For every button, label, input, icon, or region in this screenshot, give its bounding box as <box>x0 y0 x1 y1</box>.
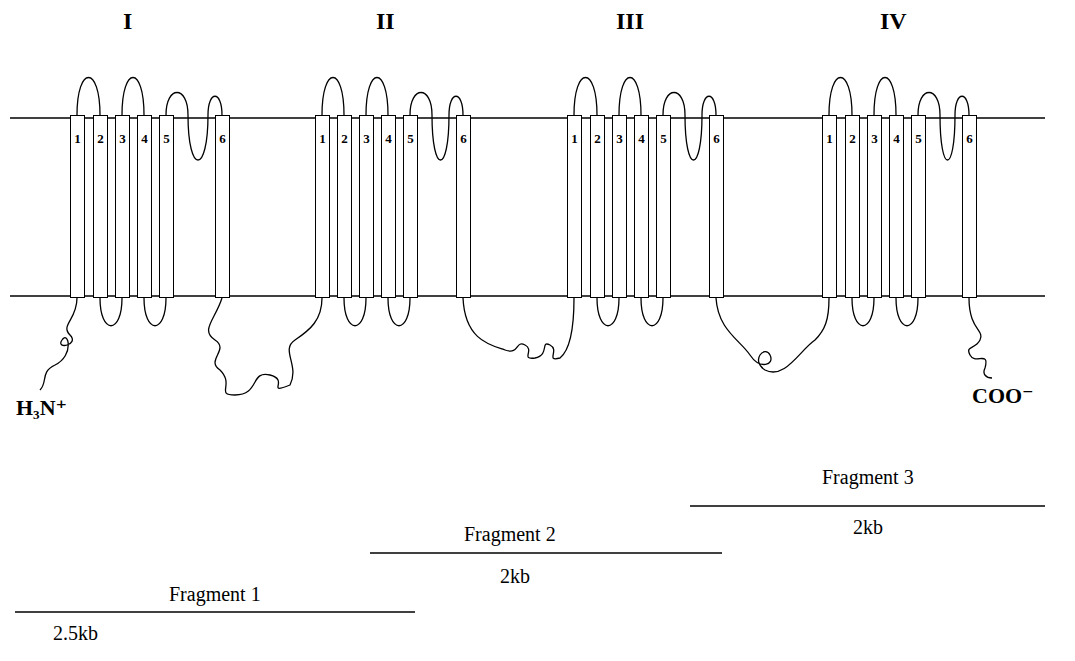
segment-number: 2 <box>591 132 604 146</box>
domain-numeral: II <box>376 8 395 36</box>
transmembrane-segment: 2 <box>337 115 352 298</box>
transmembrane-segment: 1 <box>822 115 837 298</box>
intracellular-loop <box>344 298 410 326</box>
segment-number: 2 <box>846 132 859 146</box>
segment-number: 4 <box>890 132 903 146</box>
intracellular-loop <box>597 298 663 326</box>
transmembrane-segment: 6 <box>709 115 724 298</box>
fragment-label: Fragment 1 <box>169 583 261 606</box>
segment-number: 3 <box>868 132 881 146</box>
fragment-line <box>690 505 1045 506</box>
segment-number: 4 <box>382 132 395 146</box>
segment-number: 2 <box>94 132 107 146</box>
domain-numeral: IV <box>880 8 907 36</box>
transmembrane-segment: 1 <box>315 115 330 298</box>
segment-number: 1 <box>71 132 84 146</box>
transmembrane-segment: 4 <box>381 115 396 298</box>
segment-number: 1 <box>568 132 581 146</box>
linker-loop <box>209 298 322 395</box>
transmembrane-segment: 4 <box>889 115 904 298</box>
fragment-size: 2kb <box>500 565 530 588</box>
segment-number: 4 <box>635 132 648 146</box>
segment-number: 4 <box>138 132 151 146</box>
transmembrane-segment: 1 <box>70 115 85 298</box>
domain-numeral: I <box>123 8 132 36</box>
transmembrane-segment: 3 <box>867 115 882 298</box>
transmembrane-segment: 2 <box>590 115 605 298</box>
transmembrane-segment: 2 <box>845 115 860 298</box>
linker-loop <box>716 298 829 372</box>
transmembrane-segment: 5 <box>403 115 418 298</box>
fragment-line <box>15 611 415 612</box>
transmembrane-segment: 3 <box>612 115 627 298</box>
intracellular-loop <box>100 298 166 326</box>
segment-number: 3 <box>613 132 626 146</box>
transmembrane-segment: 5 <box>159 115 174 298</box>
segment-number: 6 <box>457 132 470 146</box>
transmembrane-segment: 5 <box>656 115 671 298</box>
segment-number: 1 <box>316 132 329 146</box>
fragment-line <box>370 552 722 553</box>
transmembrane-segment: 4 <box>634 115 649 298</box>
intracellular-loop <box>852 298 918 326</box>
fragment-label: Fragment 3 <box>822 466 914 489</box>
segment-number: 5 <box>160 132 173 146</box>
fragment-label: Fragment 2 <box>464 523 556 546</box>
transmembrane-segment: 1 <box>567 115 582 298</box>
domain-numeral: III <box>616 8 644 36</box>
segment-number: 5 <box>912 132 925 146</box>
segment-number: 6 <box>216 132 229 146</box>
transmembrane-segment: 3 <box>115 115 130 298</box>
transmembrane-segment: 5 <box>911 115 926 298</box>
transmembrane-segment: 6 <box>962 115 977 298</box>
terminus-label: H₃N⁺ <box>16 395 67 420</box>
fragment-size: 2kb <box>853 516 883 539</box>
transmembrane-segment: 2 <box>93 115 108 298</box>
c-terminus-tail <box>969 298 992 378</box>
segment-number: 3 <box>116 132 129 146</box>
terminus-label: COO⁻ <box>972 383 1034 408</box>
transmembrane-segment: 6 <box>456 115 471 298</box>
segment-number: 6 <box>710 132 723 146</box>
linker-loop <box>463 298 574 359</box>
n-terminus-tail <box>40 298 77 390</box>
transmembrane-segment: 4 <box>137 115 152 298</box>
segment-number: 2 <box>338 132 351 146</box>
segment-number: 5 <box>404 132 417 146</box>
transmembrane-segment: 3 <box>359 115 374 298</box>
segment-number: 6 <box>963 132 976 146</box>
transmembrane-segment: 6 <box>215 115 230 298</box>
segment-number: 5 <box>657 132 670 146</box>
segment-number: 1 <box>823 132 836 146</box>
segment-number: 3 <box>360 132 373 146</box>
fragment-size: 2.5kb <box>53 622 98 645</box>
